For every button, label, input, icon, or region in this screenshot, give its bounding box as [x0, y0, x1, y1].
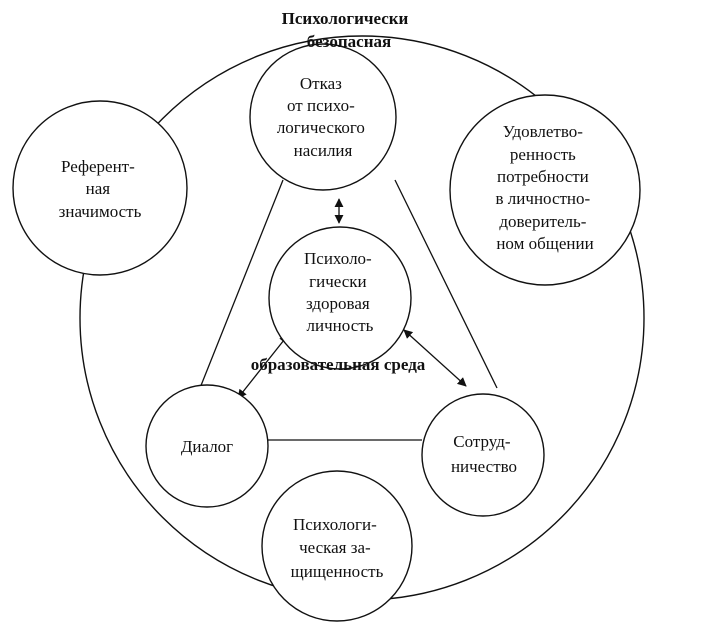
referent-label-line: ная	[86, 179, 111, 198]
center-node	[268, 226, 412, 370]
satisfaction-label-line: потребности	[497, 167, 589, 186]
satisfaction-label-line: ренность	[510, 145, 576, 164]
satisfaction-node	[449, 94, 641, 286]
environment-title-line1: Психологически	[282, 9, 409, 28]
connector-refusal-cooperation	[394, 179, 498, 389]
refusal-label-line: Отказ	[300, 74, 342, 93]
refusal-label-line: логического	[277, 118, 365, 137]
satisfaction-label-line: ном общении	[496, 234, 593, 253]
dialogue-label-line: Диалог	[181, 437, 233, 456]
refusal-node	[249, 43, 397, 191]
center-label-line: Психоло-	[304, 249, 372, 268]
protection-label: Психологи- ческая за- щищенность	[291, 515, 384, 581]
dialogue-node	[145, 384, 269, 508]
arrow-center-cooperation	[403, 329, 467, 387]
satisfaction-label-line: в личностно-	[496, 189, 591, 208]
referent-label-line: значимость	[59, 202, 142, 221]
center-label-line: здоровая	[306, 294, 370, 313]
protection-label-line: ческая за-	[299, 538, 371, 557]
refusal-label: Отказ от психо- логического насилия	[277, 74, 369, 160]
cooperation-node	[421, 393, 545, 517]
cooperation-label-line: Сотруд-	[453, 432, 511, 451]
satisfaction-label-line: доверитель-	[499, 212, 586, 231]
environment-title-line2: безопасная	[307, 32, 391, 51]
cooperation-label-line: ничество	[451, 457, 517, 476]
protection-label-line: Психологи-	[293, 515, 377, 534]
referent-label-line: Референт-	[61, 157, 135, 176]
center-label-line: личность	[307, 316, 374, 335]
protection-label-line: щищенность	[291, 562, 384, 581]
refusal-label-line: насилия	[294, 141, 353, 160]
satisfaction-label-line: Удовлетво-	[503, 122, 583, 141]
environment-center-label: образовательная среда	[251, 355, 426, 374]
satisfaction-label: Удовлетво- ренность потребности в личнос…	[496, 122, 595, 253]
refusal-label-line: от психо-	[287, 96, 355, 115]
center-label-line: гически	[309, 272, 367, 291]
center-label: Психоло- гически здоровая личность	[304, 249, 376, 335]
arrow-center-dialogue	[237, 334, 289, 399]
dialogue-label: Диалог	[181, 437, 233, 456]
referent-node	[12, 100, 188, 276]
referent-label: Референт- ная значимость	[59, 157, 142, 221]
connector-refusal-dialogue	[199, 179, 284, 389]
protection-node	[261, 470, 413, 622]
cooperation-label: Сотруд- ничество	[451, 432, 517, 476]
